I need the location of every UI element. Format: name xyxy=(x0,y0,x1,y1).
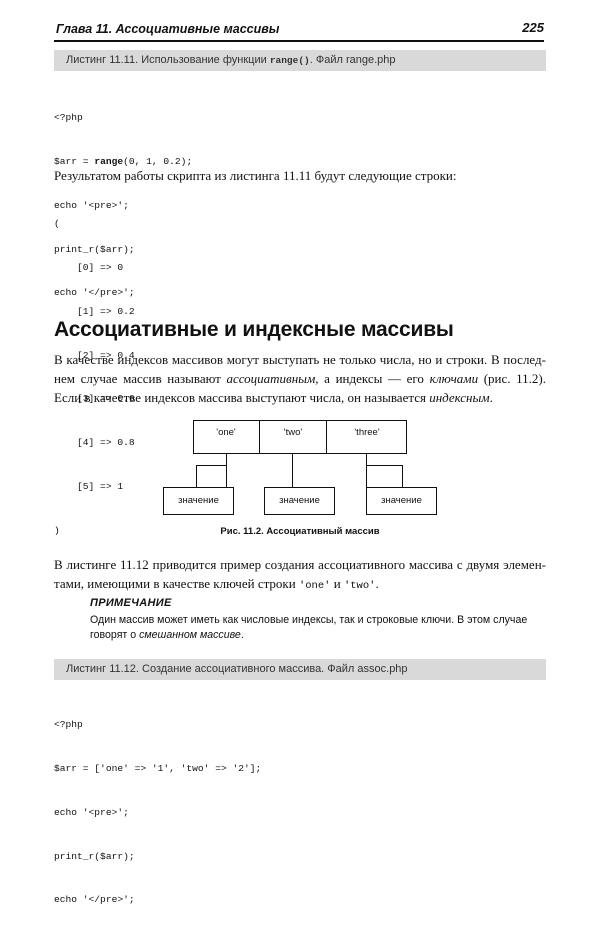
text-run: В качестве индексов массивов могут высту… xyxy=(54,352,546,386)
book-page: Глава 11. Ассоциативные массивы 225 Лист… xyxy=(54,20,546,905)
output-line: ) xyxy=(54,524,60,536)
key-two: 'two' xyxy=(283,427,303,438)
chapter-title: Глава 11. Ассоциативные массивы xyxy=(56,22,280,36)
value-box-1: значение xyxy=(163,487,234,515)
text-run: , а индексы — его xyxy=(315,371,430,386)
key-one: 'one' xyxy=(216,427,236,438)
text-run: . xyxy=(240,629,244,641)
listing-11-11-code: <?php $arr = range(0, 1, 0.2); echo '<pr… xyxy=(54,82,192,330)
listing-11-12-title: Листинг 11.12. Создание ассоциативного м… xyxy=(54,659,546,680)
code-line: echo '<pre>'; xyxy=(54,806,129,818)
output-line: [4] => 0.8 xyxy=(54,437,135,449)
note-text: Один массив может иметь как числовые инд… xyxy=(90,613,546,643)
output-line: [2] => 0.4 xyxy=(54,349,135,361)
emphasis: индексным xyxy=(429,390,490,405)
inline-code: 'one' xyxy=(298,580,331,592)
connector-line xyxy=(292,465,293,487)
code-line: <?php xyxy=(54,112,83,124)
output-line: ( xyxy=(54,218,60,230)
text-run: и xyxy=(330,576,344,591)
output-line: [5] => 1 xyxy=(54,480,124,492)
script-output: ( [0] => 0 [1] => 0.2 [2] => 0.4 [3] => … xyxy=(54,188,135,567)
page-number: 225 xyxy=(522,20,544,35)
code-line: print_r($arr); xyxy=(54,243,135,255)
listing-11-11-title: Листинг 11.11. Использование функции ran… xyxy=(54,50,546,71)
result-paragraph: Результатом работы скрипта из листинга 1… xyxy=(54,168,457,183)
text-run: . xyxy=(489,390,493,405)
code-line: echo '<pre>'; xyxy=(54,199,129,211)
code-line: <?php xyxy=(54,719,83,731)
code-line: $arr = range(0, 1, 0.2); xyxy=(54,155,193,167)
text-run: В листинге 11.12 приводится пример созда… xyxy=(54,557,546,591)
connector-line xyxy=(196,465,227,466)
text-run: . xyxy=(375,576,379,591)
text-run: Один массив может иметь как числовые инд… xyxy=(90,614,528,641)
connector-line xyxy=(226,454,227,487)
emphasis: ключами xyxy=(429,371,479,386)
section-heading: Ассоциативные и индексные массивы xyxy=(54,318,454,341)
connector-line xyxy=(366,454,367,487)
emphasis: смешанном массиве xyxy=(139,629,241,641)
connector-line xyxy=(402,465,403,487)
divider xyxy=(259,420,260,454)
code-line: print_r($arr); xyxy=(54,850,135,862)
emphasis: ассоциативным xyxy=(226,371,316,386)
divider xyxy=(326,420,327,454)
output-line: [3] => 0.6 xyxy=(54,393,135,405)
key-three: 'three' xyxy=(354,427,380,438)
value-box-3: значение xyxy=(366,487,437,515)
text-run: (рис. 11.2). Если в качестве индексов ма… xyxy=(54,371,547,405)
listing-title-function: range() xyxy=(269,55,310,66)
listing-intro-paragraph: В листинге 11.12 приводится пример созда… xyxy=(54,555,546,596)
value-box-2: значение xyxy=(264,487,335,515)
output-line: [1] => 0.2 xyxy=(54,305,135,317)
output-line: [0] => 0 xyxy=(54,261,124,273)
figure-caption: Рис. 11.2. Ассоциативный массив xyxy=(220,526,380,537)
code-line: echo '</pre>'; xyxy=(54,287,135,299)
code-line: echo '</pre>'; xyxy=(54,894,135,906)
code-line: $arr = ['one' => '1', 'two' => '2']; xyxy=(54,762,262,774)
note-title: ПРИМЕЧАНИЕ xyxy=(90,597,172,609)
connector-line xyxy=(196,465,197,487)
listing-title-suffix: . Файл range.php xyxy=(309,54,396,66)
keys-row xyxy=(193,420,407,454)
inline-code: 'two' xyxy=(343,580,376,592)
running-header: Глава 11. Ассоциативные массивы 225 xyxy=(54,20,544,42)
intro-paragraph: В качестве индексов массивов могут высту… xyxy=(54,350,546,407)
listing-title-prefix: Листинг 11.11. Использование функции xyxy=(66,54,270,66)
connector-line xyxy=(366,465,403,466)
listing-11-12-code: <?php $arr = ['one' => '1', 'two' => '2'… xyxy=(54,689,261,937)
